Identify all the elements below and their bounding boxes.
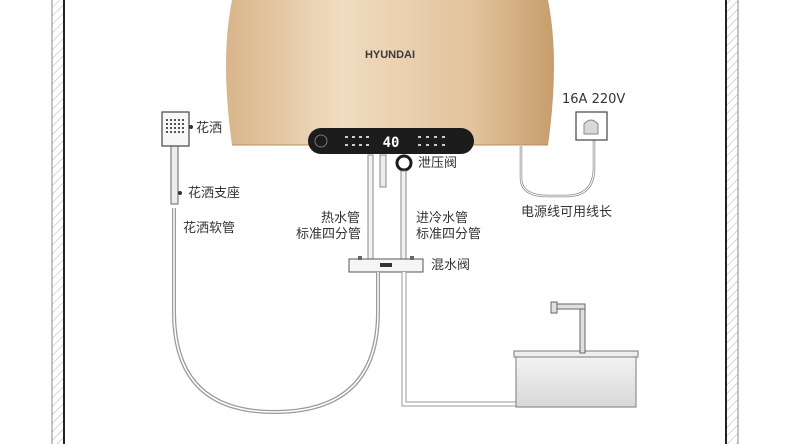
label-shower-hose: 花洒软管 [183,221,236,236]
hot-water-pipe [367,154,374,260]
control-panel [308,128,474,154]
label-mixing-valve: 混水阀 [431,258,471,273]
cold-water-pipe [400,170,407,260]
label-power-cord: 电源线可用线长 [521,205,613,220]
pressure-relief-valve [379,154,413,188]
left-wall [51,0,65,444]
label-hot-pipe: 热水管 标准四分管 [296,211,362,243]
label-hot-pipe-line1: 热水管 [320,211,360,226]
kitchen-sink [513,301,639,408]
shower-bracket [170,145,182,205]
label-shower-head: 花洒 [196,121,223,136]
label-pressure-valve: 泄压阀 [418,156,458,171]
water-heater-tank [226,0,554,146]
label-socket-rating: 16A 220V [562,92,626,107]
temperature-display: 40 [383,135,400,151]
label-shower-bracket: 花洒支座 [188,186,241,201]
shower-head [161,111,193,147]
label-cold-pipe-line2: 标准四分管 [416,227,482,242]
power-socket [575,111,608,141]
brand-logo: HYUNDAI [365,49,415,61]
label-cold-pipe: 进冷水管 标准四分管 [416,211,481,243]
label-cold-pipe-line1: 进冷水管 [416,211,469,226]
mixing-valve [348,256,424,273]
right-wall [725,0,739,444]
power-cord [519,138,596,198]
label-hot-pipe-line2: 标准四分管 [296,227,362,242]
